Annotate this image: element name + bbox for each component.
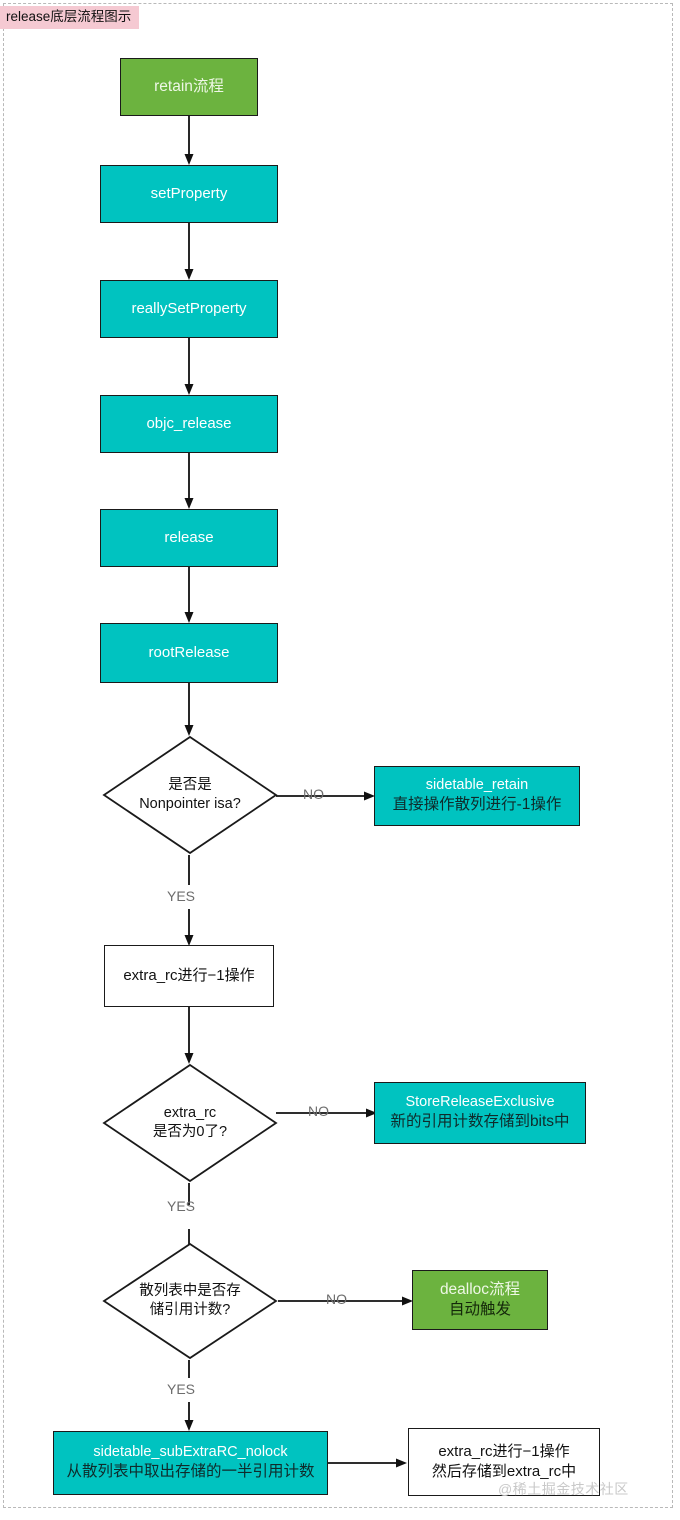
connector-decision1-no — [276, 789, 376, 803]
watermark-text: @稀土掘金技术社区 — [498, 1481, 629, 1497]
decision-nonpointer-isa[interactable]: 是否是 Nonpointer isa? — [102, 735, 278, 855]
connector-setproperty-to-reallysetproperty — [182, 223, 196, 281]
node-extra-rc-decrement-line1: extra_rc进行−1操作 — [123, 967, 255, 985]
node-retain-flow-line1: retain流程 — [154, 77, 224, 95]
edge-label-no-3: NO — [326, 1291, 347, 1307]
node-objc-release[interactable]: objc_release — [100, 395, 278, 453]
node-setproperty-line1: setProperty — [150, 185, 228, 203]
node-retain-flow[interactable]: retain流程 — [120, 58, 258, 116]
node-extra-rc-decrement[interactable]: extra_rc进行−1操作 — [104, 945, 274, 1007]
connector-retain-to-setproperty — [182, 116, 196, 166]
connector-decision3-no — [278, 1294, 414, 1308]
node-sidetable-subextrarc-nolock[interactable]: sidetable_subExtraRC_nolock 从散列表中取出存储的一半… — [53, 1431, 328, 1495]
node-reallysetproperty-line1: reallySetProperty — [131, 300, 247, 318]
node-sidetable-retain-line2: 直接操作散列进行-1操作 — [392, 796, 562, 814]
decision-extra-rc-zero[interactable]: extra_rc 是否为0了? — [102, 1063, 278, 1183]
edge-label-no-2: NO — [308, 1103, 329, 1119]
connector-release-to-rootrelease — [182, 567, 196, 624]
node-extra-rc-store-line2: 然后存储到extra_rc中 — [431, 1463, 577, 1480]
node-reallysetproperty[interactable]: reallySetProperty — [100, 280, 278, 338]
edge-label-yes-3: YES — [167, 1381, 196, 1397]
node-rootrelease-line1: rootRelease — [148, 644, 230, 662]
node-setproperty[interactable]: setProperty — [100, 165, 278, 223]
edge-label-yes-1: YES — [167, 888, 196, 904]
node-store-release-exclusive-line2: 新的引用计数存储到bits中 — [390, 1113, 570, 1131]
connector-reallysetproperty-to-objcrelease — [182, 338, 196, 396]
node-store-release-exclusive-line1: StoreReleaseExclusive — [405, 1094, 555, 1111]
edge-label-no-1: NO — [303, 786, 324, 802]
connector-rootrelease-to-decision1 — [182, 683, 196, 737]
connector-decision1-yes — [182, 855, 196, 947]
connector-objcrelease-to-release — [182, 453, 196, 510]
node-extra-rc-store[interactable]: extra_rc进行−1操作 然后存储到extra_rc中 — [408, 1428, 600, 1496]
node-rootrelease[interactable]: rootRelease — [100, 623, 278, 683]
node-dealloc-flow[interactable]: dealloc流程 自动触发 — [412, 1270, 548, 1330]
connector-decision2-no — [276, 1106, 378, 1120]
node-sidetable-subextrarc-nolock-line2: 从散列表中取出存储的一半引用计数 — [66, 1463, 315, 1481]
diagram-title: release底层流程图示 — [0, 6, 140, 29]
node-release[interactable]: release — [100, 509, 278, 567]
node-dealloc-flow-line2: 自动触发 — [448, 1301, 511, 1318]
node-extra-rc-store-line1: extra_rc进行−1操作 — [438, 1443, 570, 1461]
edge-label-yes-2: YES — [167, 1198, 196, 1214]
connector-extrarc-to-decision2 — [182, 1007, 196, 1065]
node-objc-release-line1: objc_release — [146, 415, 232, 433]
node-sidetable-retain-line1: sidetable_retain — [425, 777, 529, 794]
connector-decision3-yes — [182, 1360, 196, 1432]
node-store-release-exclusive[interactable]: StoreReleaseExclusive 新的引用计数存储到bits中 — [374, 1082, 586, 1144]
node-release-line1: release — [164, 529, 214, 547]
node-sidetable-subextrarc-nolock-line1: sidetable_subExtraRC_nolock — [93, 1444, 288, 1461]
connector-sidetable-to-extrarc-store — [328, 1456, 408, 1470]
decision-sidetable-has-refcount[interactable]: 散列表中是否存 储引用计数? — [102, 1242, 278, 1360]
node-sidetable-retain[interactable]: sidetable_retain 直接操作散列进行-1操作 — [374, 766, 580, 826]
node-dealloc-flow-line1: dealloc流程 — [439, 1280, 521, 1298]
